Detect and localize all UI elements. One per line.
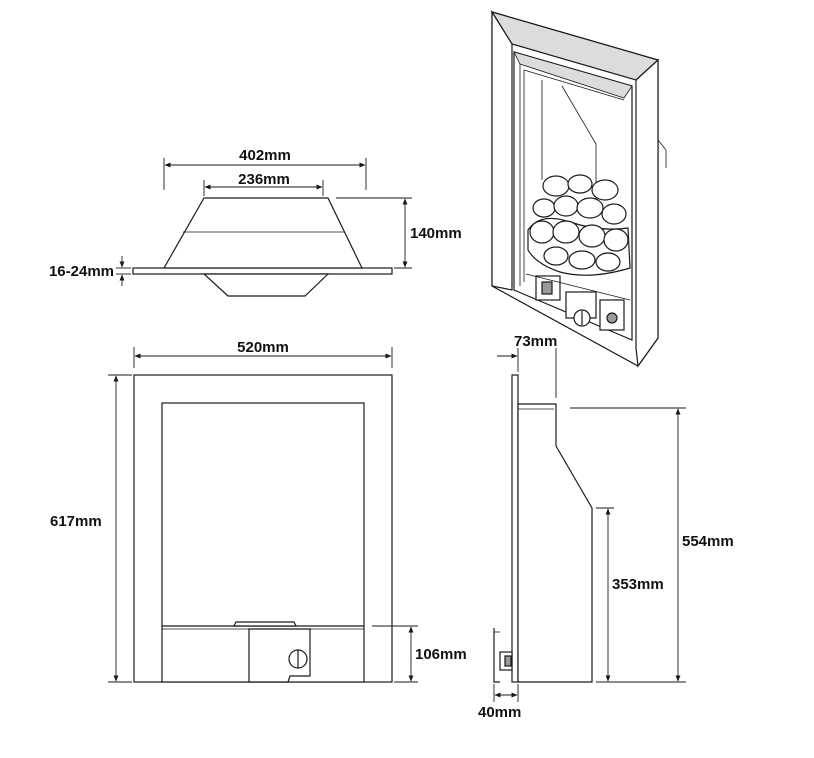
- label-front-height: 617mm: [50, 513, 102, 530]
- plan-view: 402mm 236mm 140mm 16-24mm: [49, 147, 462, 297]
- front-control-box: [248, 628, 311, 683]
- label-side-top-depth: 73mm: [514, 333, 557, 350]
- side-view: 73mm 554mm 353mm 40mm: [478, 333, 734, 721]
- side-bracket: [493, 628, 500, 683]
- illus-back-wall: [561, 85, 597, 200]
- illus-controls: [525, 273, 631, 331]
- illus-valve-core: [541, 281, 553, 295]
- illus-coal: [576, 197, 604, 219]
- plan-rear-box: [202, 273, 330, 297]
- label-side-bottom-depth: 40mm: [478, 704, 521, 721]
- illus-coal: [603, 228, 629, 252]
- side-front-plate: [511, 374, 519, 683]
- illus-base-line: [525, 273, 631, 301]
- illus-coal: [529, 220, 555, 244]
- plan-body: [162, 197, 363, 269]
- illus-canopy: [513, 51, 633, 99]
- front-base-lip: [233, 621, 297, 627]
- illus-coal: [567, 174, 593, 194]
- illus-frame-left-face: [491, 9, 513, 291]
- illus-frame-right-face: [635, 58, 659, 368]
- fire-illustration: [490, 9, 667, 368]
- label-side-height: 554mm: [682, 533, 734, 550]
- side-body: [517, 403, 593, 683]
- wall-plate: [132, 267, 393, 275]
- label-front-width: 520mm: [237, 339, 289, 356]
- illus-coal: [532, 198, 556, 218]
- illus-coal: [601, 203, 627, 225]
- label-top-inner-width: 236mm: [238, 171, 290, 188]
- illus-coal-bed: [527, 174, 631, 276]
- illus-coal: [553, 195, 579, 217]
- illus-coal: [543, 246, 569, 266]
- label-top-outer-width: 402mm: [239, 147, 291, 164]
- illus-inner-top: [523, 69, 625, 101]
- label-wall-thickness: 16-24mm: [49, 263, 114, 280]
- illus-valve: [535, 275, 561, 301]
- side-knob-inner: [504, 655, 512, 667]
- illus-pilot-icon: [606, 312, 618, 324]
- illus-coal: [568, 250, 596, 270]
- illus-side-edge-2: [657, 139, 667, 151]
- front-view: 520mm 617mm 106mm: [50, 339, 467, 683]
- illus-coal: [552, 220, 580, 244]
- label-side-lower-height: 353mm: [612, 576, 664, 593]
- illus-coal: [578, 224, 606, 248]
- illus-coal: [542, 175, 570, 197]
- illus-coal: [591, 179, 619, 201]
- illus-coal: [595, 252, 621, 272]
- label-top-depth: 140mm: [410, 225, 462, 242]
- label-front-base-height: 106mm: [415, 646, 467, 663]
